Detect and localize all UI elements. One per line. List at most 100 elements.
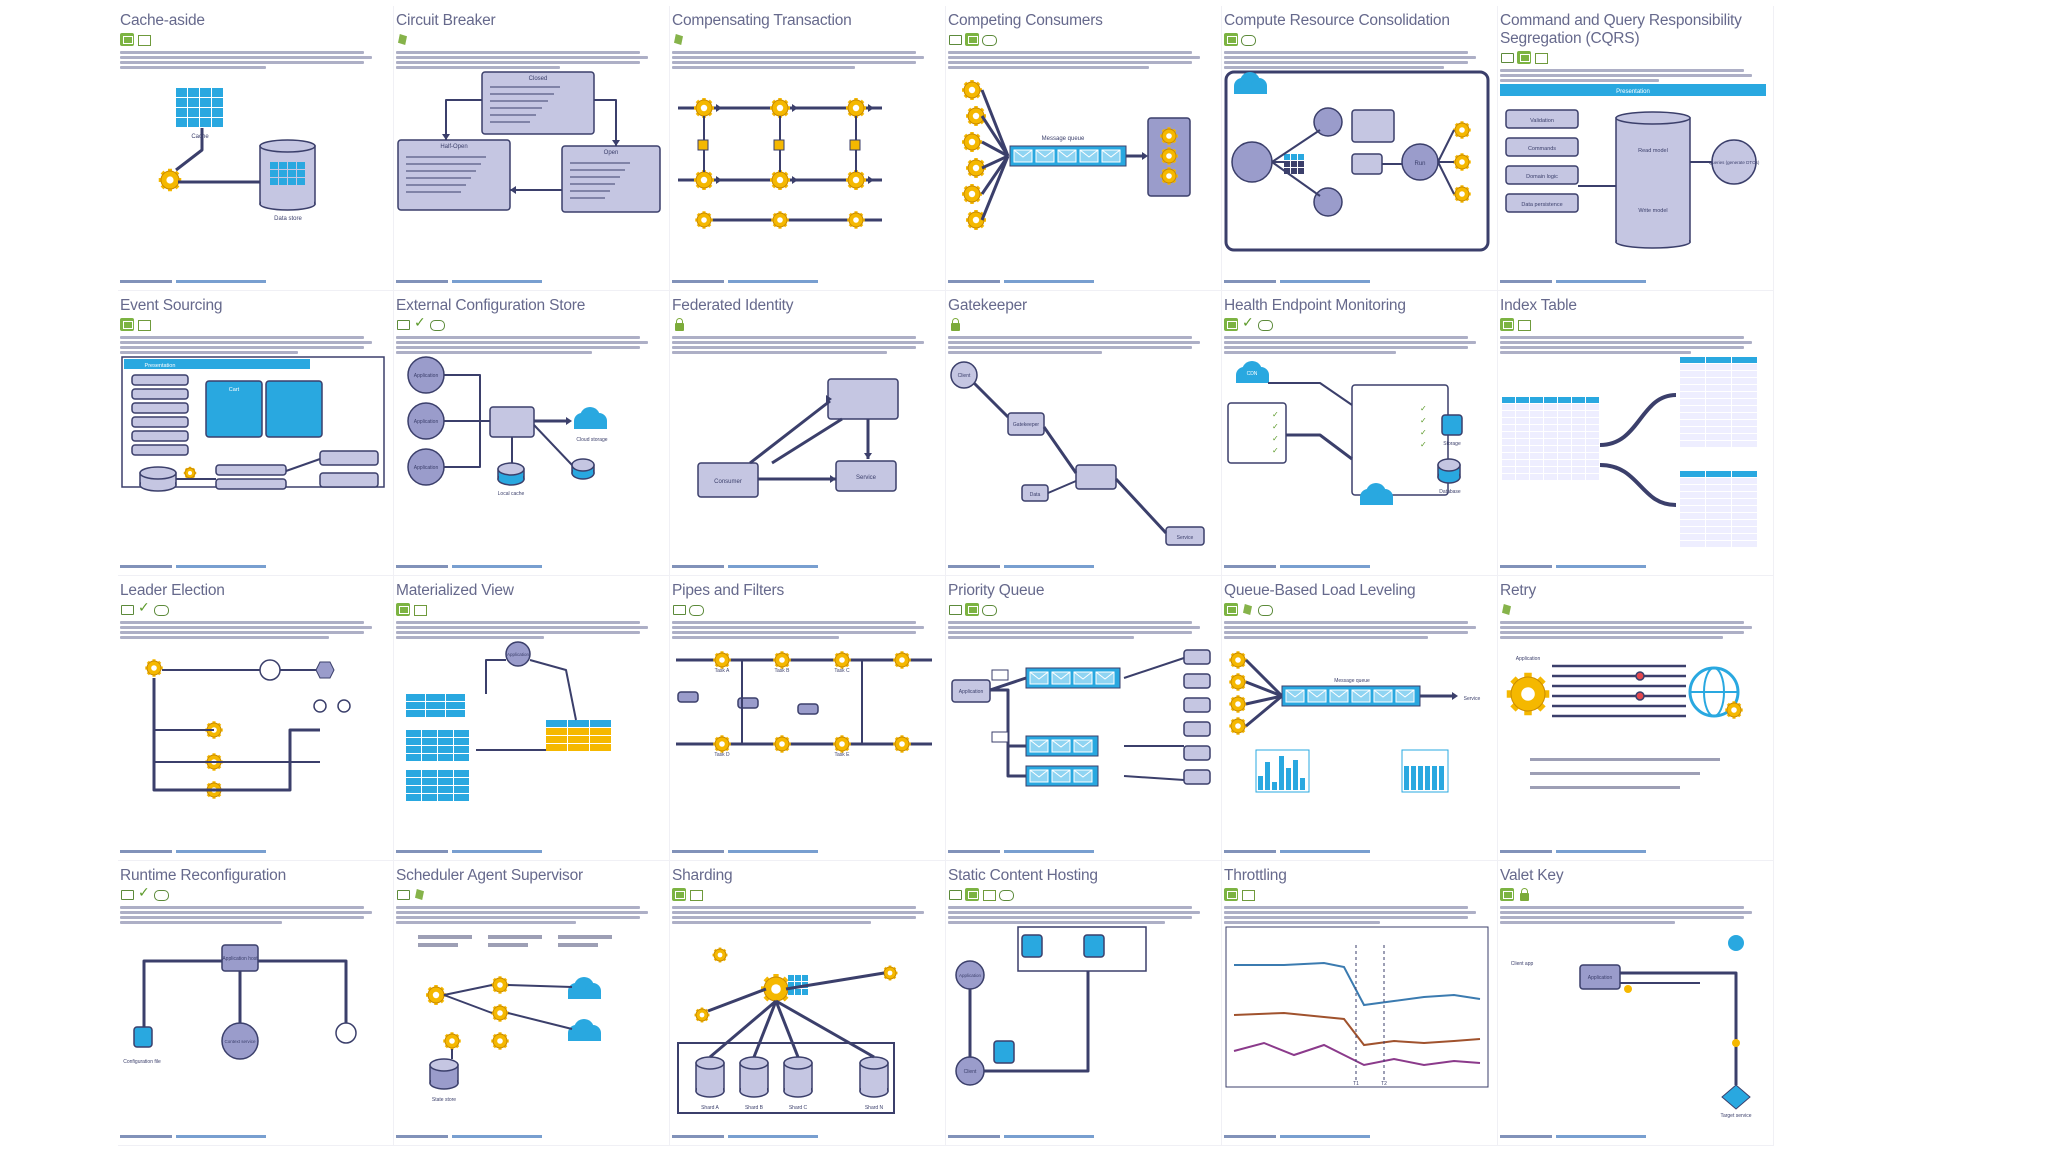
diagram-svg: Application	[406, 641, 611, 801]
pattern-diagram: Application	[1500, 640, 1768, 836]
event-item	[131, 416, 189, 428]
check-icon: ✓	[1420, 416, 1427, 425]
client-node	[950, 361, 978, 389]
description-text-line	[948, 636, 1134, 639]
description-text-line	[672, 61, 916, 64]
code-line	[570, 190, 610, 192]
pattern-more-info	[948, 1134, 1098, 1140]
code-line	[570, 162, 630, 164]
footer-link[interactable]	[1280, 850, 1370, 853]
gear-icon	[833, 651, 851, 669]
pattern-card: Leader Election	[118, 576, 394, 861]
footer-link[interactable]	[452, 280, 542, 283]
code-line	[490, 107, 542, 109]
category-icons	[120, 318, 385, 332]
stop-icon	[313, 699, 327, 713]
footer-prefix	[1224, 850, 1276, 853]
consumer-box	[1183, 697, 1211, 713]
footer-link[interactable]	[1004, 280, 1094, 283]
connector-line	[1599, 463, 1677, 507]
description-text-line	[1500, 336, 1744, 339]
arrow-head	[1142, 152, 1148, 160]
footer-link[interactable]	[728, 850, 818, 853]
diagram-label: Shard A	[701, 1105, 719, 1111]
gear-icon	[770, 170, 790, 190]
footer-link[interactable]	[452, 1135, 542, 1138]
design-implementation-icon	[120, 888, 134, 901]
gear-icon	[770, 98, 790, 118]
description-text-line	[672, 56, 924, 59]
pattern-card: Compute Resource Consolidation Run	[1222, 6, 1498, 291]
user-icon	[1728, 935, 1744, 951]
pattern-description	[1500, 69, 1765, 82]
diagram-label: Write model	[1638, 208, 1667, 214]
description-text-line	[396, 351, 593, 354]
pattern-diagram: State store	[396, 925, 664, 1121]
pattern-description	[672, 621, 937, 639]
arrow-head	[566, 417, 572, 425]
pattern-description	[396, 336, 661, 354]
footer-link[interactable]	[176, 1135, 266, 1138]
diagram-label: Local cache	[498, 491, 525, 497]
footer-prefix	[120, 565, 172, 568]
footer-link[interactable]	[1280, 280, 1370, 283]
gear-icon	[771, 211, 789, 229]
design-implementation-icon	[948, 33, 962, 46]
footer-link[interactable]	[1556, 850, 1646, 853]
shard-database	[783, 1056, 813, 1098]
resiliency-icon	[672, 33, 686, 46]
connector	[981, 140, 1009, 158]
diagram-label: Application host	[222, 956, 258, 962]
footer-link[interactable]	[1280, 1135, 1370, 1138]
filter-box	[797, 703, 819, 715]
footer-link[interactable]	[1004, 565, 1094, 568]
description-text-line	[396, 921, 577, 924]
connector-line	[749, 399, 831, 465]
footer-link[interactable]	[1004, 850, 1094, 853]
pattern-title: Leader Election	[120, 582, 225, 599]
footer-link[interactable]	[1004, 1135, 1094, 1138]
footer-link[interactable]	[176, 850, 266, 853]
messaging-icon	[154, 603, 169, 616]
pattern-more-info	[396, 1134, 546, 1140]
footer-prefix	[1500, 280, 1552, 283]
pattern-title: Pipes and Filters	[672, 582, 785, 599]
footer-link[interactable]	[176, 280, 266, 283]
diagram-label: Application	[1588, 975, 1613, 981]
description-text-line	[120, 51, 364, 54]
diagram-svg	[1502, 357, 1757, 547]
gatekeeper-box	[1007, 412, 1045, 436]
note-line	[558, 943, 598, 947]
pattern-diagram: Application	[396, 640, 664, 836]
diagram-label: Task A	[715, 668, 730, 674]
pattern-more-info	[672, 564, 822, 570]
footer-link[interactable]	[1556, 1135, 1646, 1138]
footer-link[interactable]	[1556, 280, 1646, 283]
cycle-icon	[259, 659, 281, 681]
messaging-icon	[982, 33, 997, 46]
footer-link[interactable]	[452, 565, 542, 568]
footer-link[interactable]	[1280, 565, 1370, 568]
event-store	[139, 466, 177, 492]
footer-link[interactable]	[728, 280, 818, 283]
shard-database	[739, 1056, 769, 1098]
diagram-label: Task B	[774, 668, 790, 674]
gear-icon	[1453, 121, 1471, 139]
description-text-line	[396, 621, 640, 624]
footer-link[interactable]	[728, 1135, 818, 1138]
footer-link[interactable]	[1556, 565, 1646, 568]
description-text-line	[672, 351, 887, 354]
description-text-line	[396, 636, 545, 639]
config-store	[489, 406, 535, 438]
description-text-line	[1224, 911, 1476, 914]
description-text-line	[948, 66, 1150, 69]
description-text-line	[120, 621, 364, 624]
data-management-icon	[1517, 51, 1531, 64]
footer-link[interactable]	[728, 565, 818, 568]
app-frame	[1227, 402, 1287, 464]
footer-link[interactable]	[176, 565, 266, 568]
footer-link[interactable]	[452, 850, 542, 853]
command-layer	[1505, 193, 1579, 213]
